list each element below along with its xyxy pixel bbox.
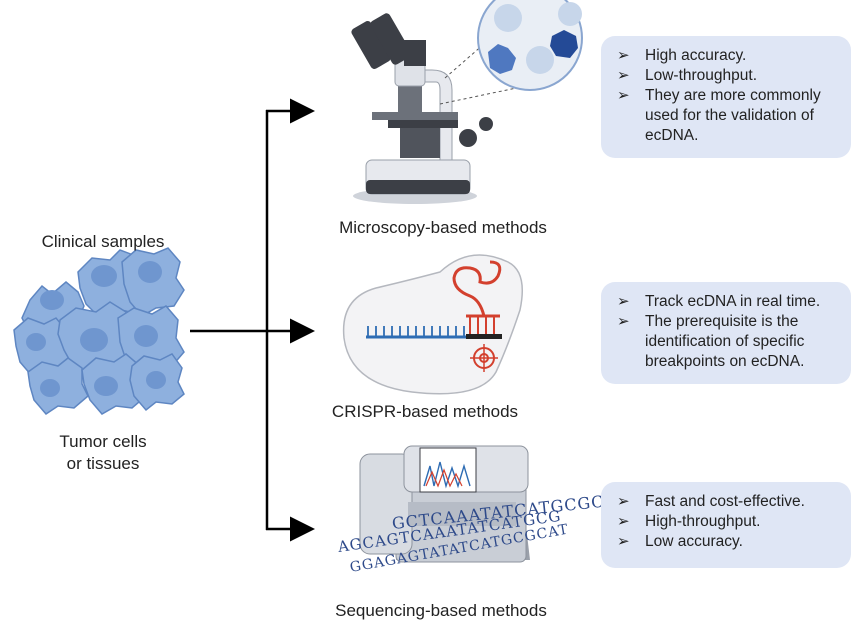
arrowhead-bullet-icon: ➢ — [617, 513, 630, 530]
tumor-cells-caption-line2: or tissues — [66, 454, 140, 473]
arrowhead-bullet-icon: ➢ — [617, 493, 630, 510]
microscopy-info-panel: ➢High accuracy. ➢Low-throughput. ➢They a… — [601, 36, 851, 158]
arrowhead-bullet-icon: ➢ — [617, 293, 630, 310]
crispr-point-1: ➢Track ecDNA in real time. — [617, 293, 821, 310]
sequencer-illustration — [359, 445, 530, 563]
crispr-method-label: CRISPR-based methods — [331, 402, 519, 421]
sequencing-info-panel: ➢Fast and cost-effective. ➢High-throughp… — [601, 482, 851, 568]
crispr-point-2: ➢The prerequisite is the identification … — [617, 313, 805, 370]
microscope-illustration — [351, 0, 583, 204]
connector-arrows — [190, 98, 315, 542]
arrowhead-bullet-icon: ➢ — [617, 87, 630, 104]
microscopy-point-2: ➢Low-throughput. — [617, 67, 758, 84]
arrowhead-bullet-icon: ➢ — [617, 533, 630, 550]
sequencing-method-label: Sequencing-based methods — [335, 601, 547, 620]
sequencing-point-2: ➢High-throughput. — [617, 513, 761, 530]
microscopy-method-label: Microscopy-based methods — [339, 218, 547, 237]
crispr-illustration — [342, 254, 523, 395]
microscopy-point-3: ➢They are more commonly used for the val… — [617, 87, 821, 144]
crispr-info-panel: ➢Track ecDNA in real time. ➢The prerequi… — [601, 282, 851, 384]
sequencing-point-3: ➢Low accuracy. — [617, 533, 743, 550]
tumor-cells-illustration — [13, 247, 185, 415]
sequence-letters: GCTCAAATATCATGCGCAT AGCAGTCAAATATCATGCG … — [330, 489, 629, 592]
sequencing-point-1: ➢Fast and cost-effective. — [617, 493, 805, 510]
arrowhead-bullet-icon: ➢ — [617, 47, 630, 64]
microscopy-point-1: ➢High accuracy. — [617, 47, 747, 64]
arrowhead-bullet-icon: ➢ — [617, 67, 630, 84]
tumor-cells-caption-line1: Tumor cells — [59, 432, 147, 451]
arrowhead-bullet-icon: ➢ — [617, 313, 630, 330]
clinical-samples-title: Clinical samples — [41, 232, 165, 251]
